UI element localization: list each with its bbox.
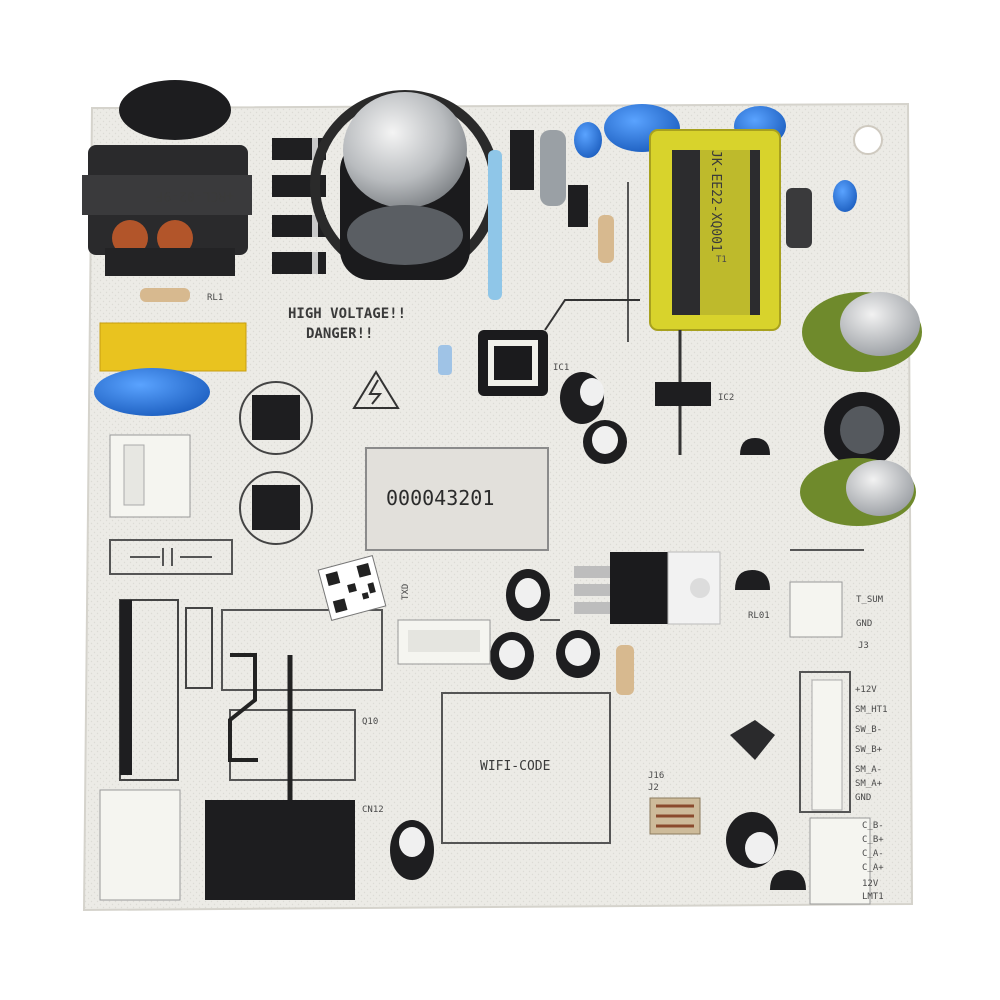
x-capacitor — [99, 322, 247, 372]
relay-area — [99, 599, 355, 901]
warning-text: HIGH VOLTAGE!! DANGER!! — [288, 306, 406, 409]
ref-label: J16 — [648, 771, 664, 781]
wifi-module-area: WIFI-CODE — [441, 692, 611, 844]
resistor-r10 — [616, 645, 634, 695]
pin-label: SW_B+ — [855, 745, 883, 755]
serial-sticker: 000043201 — [365, 447, 549, 551]
pin-label: 12V — [862, 879, 879, 889]
y-cap-small — [574, 122, 602, 158]
common-mode-choke: +RCL-02-9F — [82, 80, 252, 276]
ref-label: CN12 — [362, 805, 384, 815]
ref-label: RL01 — [748, 611, 770, 621]
ref-label: T1 — [716, 255, 727, 265]
mounting-hole — [853, 125, 883, 155]
ref-label: RL1 — [207, 293, 223, 303]
wifi-code-label: WIFI-CODE — [480, 759, 550, 774]
trace — [544, 299, 640, 331]
ref-label: J2 — [648, 783, 659, 793]
transistor-bottom — [770, 870, 806, 890]
ref-label: IC2 — [718, 393, 734, 403]
ref-label: Q10 — [362, 717, 378, 727]
diode-d5 — [568, 185, 588, 227]
reference-designators: RL1 T1 IC1 IC2 Q10 CN12 RL01 J16 J2 — [207, 255, 770, 815]
resistor-r2 — [140, 288, 190, 302]
transformer-label: JK-EE22-XQ001 — [708, 150, 723, 252]
pin-label: C_A+ — [862, 863, 884, 873]
resistor-r5 — [438, 345, 452, 375]
pin-label: T_SUM — [856, 595, 884, 605]
y-cap-right — [833, 180, 857, 212]
resistor-r8 — [598, 215, 614, 263]
warning-line-1: HIGH VOLTAGE!! — [288, 306, 406, 322]
voltage-regulator — [574, 551, 721, 625]
transistor-q10 — [735, 570, 770, 590]
serial-number: 000043201 — [386, 486, 494, 510]
switching-transformer: JK-EE22-XQ001 — [649, 129, 812, 331]
pin-label: GND — [856, 619, 872, 629]
pin-label: J3 — [858, 641, 869, 651]
pin-label: C_B+ — [862, 835, 884, 845]
bulk-capacitor — [310, 90, 500, 280]
transistor-q5 — [740, 438, 770, 455]
power-connector — [109, 434, 191, 518]
pin-label: GND — [855, 793, 871, 803]
resistor-stack — [488, 150, 502, 300]
varistor — [94, 368, 210, 416]
pin-label: C_A- — [862, 849, 884, 859]
label-txd: TXD — [401, 584, 411, 600]
warning-line-2: DANGER!! — [306, 326, 373, 342]
qr-sticker — [317, 555, 387, 621]
choke-label: +RCL-02-9F — [156, 188, 234, 203]
signal-connector — [397, 619, 491, 665]
pin-label: LMT1 — [862, 892, 884, 902]
resistor-network — [649, 797, 701, 835]
optocoupler-ic2 — [655, 382, 711, 406]
output-capacitors — [800, 292, 922, 526]
right-connectors — [789, 581, 871, 905]
pin-label: C_B- — [862, 821, 884, 831]
resistor-r7 — [540, 130, 566, 206]
controller-ic — [478, 330, 548, 396]
pin-label: SM_A+ — [855, 779, 883, 789]
connector-pin-labels: +12V SM_HT1 SW_B- SW_B+ SM_A- SM_A+ GND … — [855, 595, 888, 902]
pin-label: SM_HT1 — [855, 705, 888, 715]
pin-label: SW_B- — [855, 725, 882, 735]
power-transistors — [239, 381, 313, 545]
small-capacitors — [390, 372, 778, 880]
pin-label: SM_A- — [855, 765, 882, 775]
pin-label: +12V — [855, 685, 877, 695]
high-voltage-symbol — [352, 370, 400, 409]
ref-label: IC1 — [553, 363, 569, 373]
diode-d4 — [510, 130, 534, 190]
transistor-q7 — [730, 720, 775, 760]
